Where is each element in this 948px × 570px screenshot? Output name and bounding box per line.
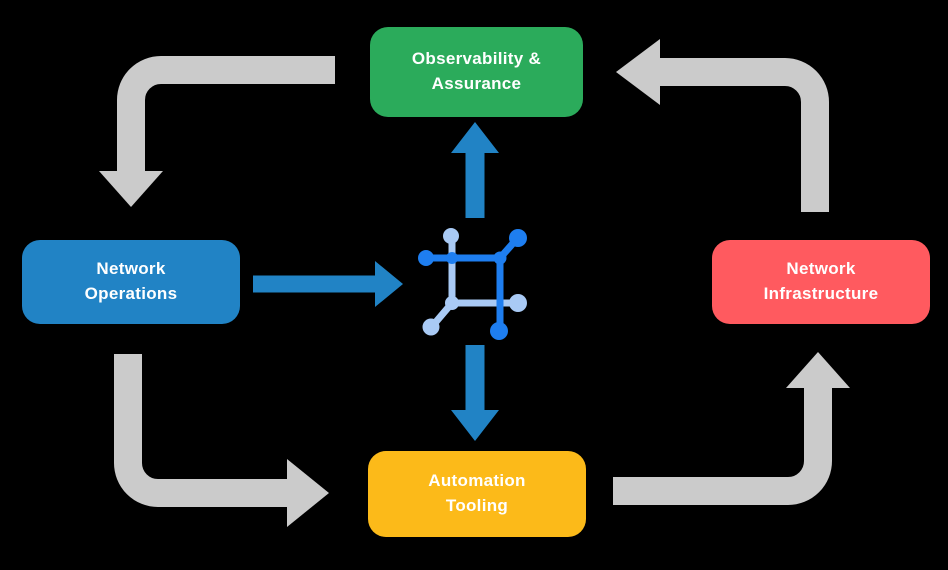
- network-mesh-icon: [418, 228, 527, 340]
- node-network-infrastructure: Network Infrastructure: [712, 240, 930, 324]
- arrow-operations-to-center: [253, 261, 403, 307]
- node-network-infrastructure-label: Network Infrastructure: [763, 259, 879, 303]
- arrow-center-to-automation: [451, 345, 499, 441]
- node-observability-assurance: Observability & Assurance: [370, 27, 583, 117]
- arrow-center-to-observability: [451, 122, 499, 218]
- node-network-operations-label: Network Operations: [84, 259, 178, 303]
- node-automation-tooling: Automation Tooling: [368, 451, 586, 537]
- arrow-operations-to-automation: [114, 354, 329, 527]
- node-network-operations: Network Operations: [22, 240, 240, 324]
- arrow-infrastructure-to-observability: [616, 39, 829, 212]
- arrow-automation-to-infrastructure: [613, 352, 850, 505]
- node-observability-assurance-label: Observability & Assurance: [411, 49, 542, 93]
- node-automation-tooling-label: Automation Tooling: [428, 471, 526, 515]
- arrow-observability-to-operations: [99, 56, 335, 207]
